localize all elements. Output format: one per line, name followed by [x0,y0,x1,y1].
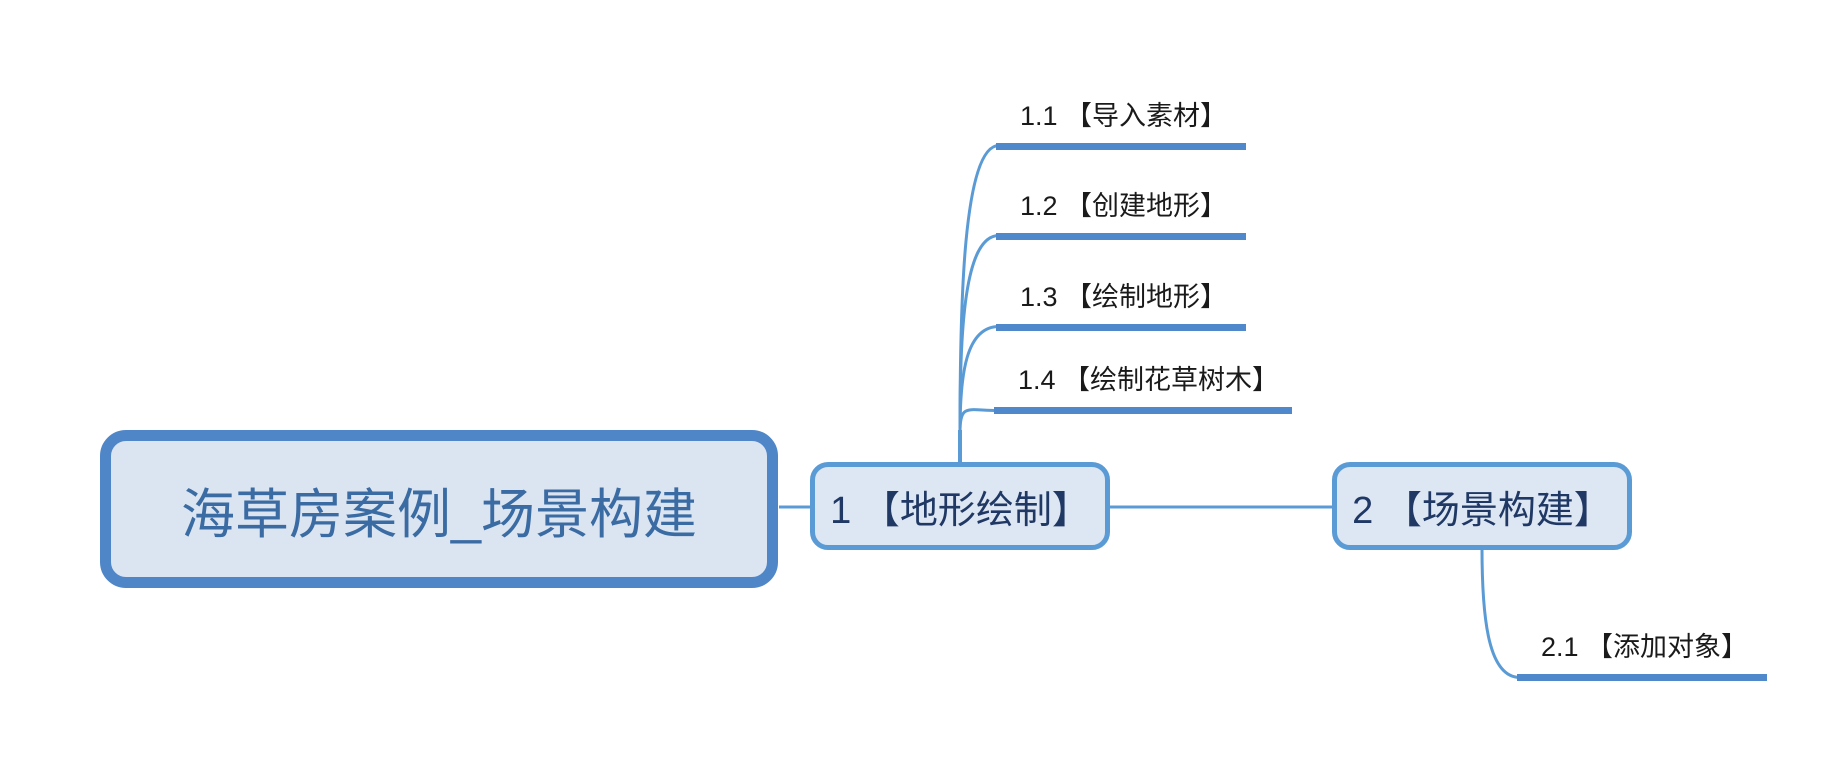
subtopic-1-2[interactable]: 1.2 【创建地形】 [996,188,1246,240]
central-topic[interactable]: 海草房案例_场景构建 [100,430,778,588]
main-topic-1[interactable]: 1 【地形绘制】 [810,462,1110,550]
connector-to-subtopic-1-3 [958,325,1000,433]
subtopic-2-1[interactable]: 2.1 【添加对象】 [1517,629,1767,681]
subtopic-1-3[interactable]: 1.3 【绘制地形】 [996,279,1246,331]
main-topic-2[interactable]: 2 【场景构建】 [1332,462,1632,550]
main-topic-1-label: 1 【地形绘制】 [830,489,1090,532]
connector-to-subtopic-2-1 [1480,547,1521,679]
subtopic-1-4[interactable]: 1.4 【绘制花草树木】 [994,362,1292,414]
connector-to-subtopic-1-4 [958,408,998,433]
main-topic-2-label: 2 【场景构建】 [1352,489,1612,532]
central-topic-label: 海草房案例_场景构建 [180,484,698,545]
subtopic-1-1[interactable]: 1.1 【导入素材】 [996,98,1246,150]
